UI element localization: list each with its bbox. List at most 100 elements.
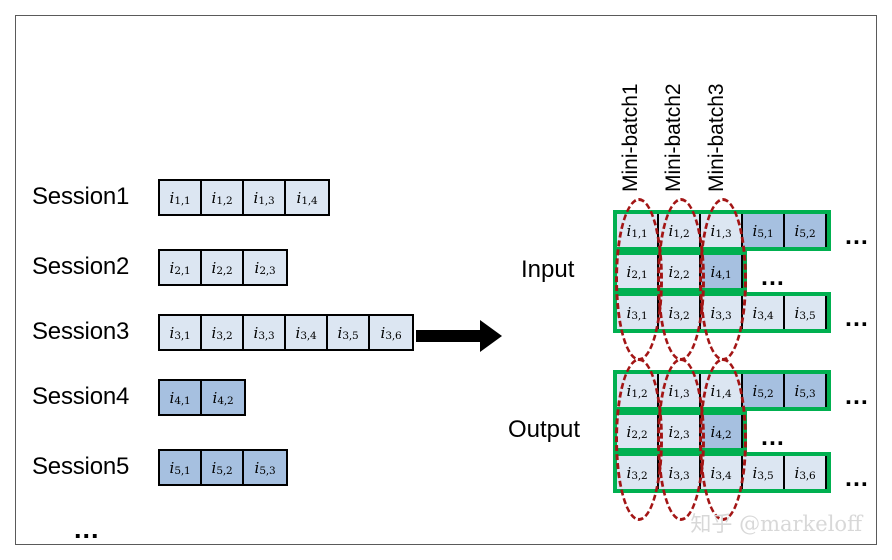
item-base: i <box>626 303 632 322</box>
item-base: i <box>752 303 758 322</box>
item-base: i <box>794 463 800 482</box>
item-subscript: 1,1 <box>174 194 191 207</box>
item-subscript: 2,1 <box>631 268 648 281</box>
item-base: i <box>253 188 259 207</box>
item-subscript: 3,2 <box>216 329 233 342</box>
item-base: i <box>626 422 632 441</box>
item-base: i <box>169 258 175 277</box>
item-base: i <box>626 262 632 281</box>
item-base: i <box>752 221 758 240</box>
item-subscript: 3,3 <box>673 469 690 482</box>
item-base: i <box>752 381 758 400</box>
item-subscript: 2,2 <box>631 428 648 441</box>
item-subscript: 1,3 <box>715 227 732 240</box>
item-subscript: 1,3 <box>673 387 690 400</box>
item-subscript: 1,3 <box>258 194 275 207</box>
item-base: i <box>253 323 259 342</box>
item-subscript: 3,5 <box>757 469 774 482</box>
item-base: i <box>752 463 758 482</box>
item-subscript: 3,2 <box>673 309 690 322</box>
item-base: i <box>794 303 800 322</box>
row-ellipsis: ... <box>845 464 869 492</box>
item-subscript: 3,6 <box>385 329 402 342</box>
item-subscript: 1,1 <box>631 227 648 240</box>
item-base: i <box>710 262 716 281</box>
item-subscript: 4,1 <box>174 394 191 407</box>
item-base: i <box>668 463 674 482</box>
item-subscript: 2,2 <box>216 264 233 277</box>
item-base: i <box>668 221 674 240</box>
item-base: i <box>626 221 632 240</box>
item-base: i <box>254 458 260 477</box>
item-subscript: 4,2 <box>217 394 234 407</box>
item-subscript: 2,3 <box>673 428 690 441</box>
row-ellipsis: ... <box>845 304 869 332</box>
item-base: i <box>626 463 632 482</box>
sessions-ellipsis: ... <box>74 514 100 544</box>
item-subscript: 2,2 <box>673 268 690 281</box>
session-label-2: Session2 <box>32 253 130 280</box>
item-subscript: 3,5 <box>342 329 359 342</box>
item-base: i <box>794 221 800 240</box>
item-subscript: 3,4 <box>300 329 317 342</box>
item-base: i <box>380 323 386 342</box>
item-subscript: 2,3 <box>259 264 276 277</box>
item-base: i <box>710 303 716 322</box>
item-base: i <box>794 381 800 400</box>
session-label-5: Session5 <box>32 453 130 480</box>
item-subscript: 5,2 <box>216 464 233 477</box>
block-label-output: Output <box>508 416 581 443</box>
item-subscript: 1,2 <box>631 387 648 400</box>
minibatch-label-3: Mini-batch3 <box>705 83 728 192</box>
item-base: i <box>668 381 674 400</box>
minibatch-label-1: Mini-batch1 <box>619 83 642 192</box>
session-label-4: Session4 <box>32 383 130 410</box>
row-ellipsis: ... <box>761 423 785 451</box>
item-subscript: 5,1 <box>174 464 191 477</box>
item-base: i <box>337 323 343 342</box>
item-base: i <box>296 188 302 207</box>
item-base: i <box>211 258 217 277</box>
minibatch-label-2: Mini-batch2 <box>662 83 685 192</box>
session-label-1: Session1 <box>32 183 130 210</box>
row-ellipsis: ... <box>761 263 785 291</box>
item-subscript: 5,2 <box>757 387 774 400</box>
item-base: i <box>169 323 175 342</box>
session-label-3: Session3 <box>32 318 130 345</box>
